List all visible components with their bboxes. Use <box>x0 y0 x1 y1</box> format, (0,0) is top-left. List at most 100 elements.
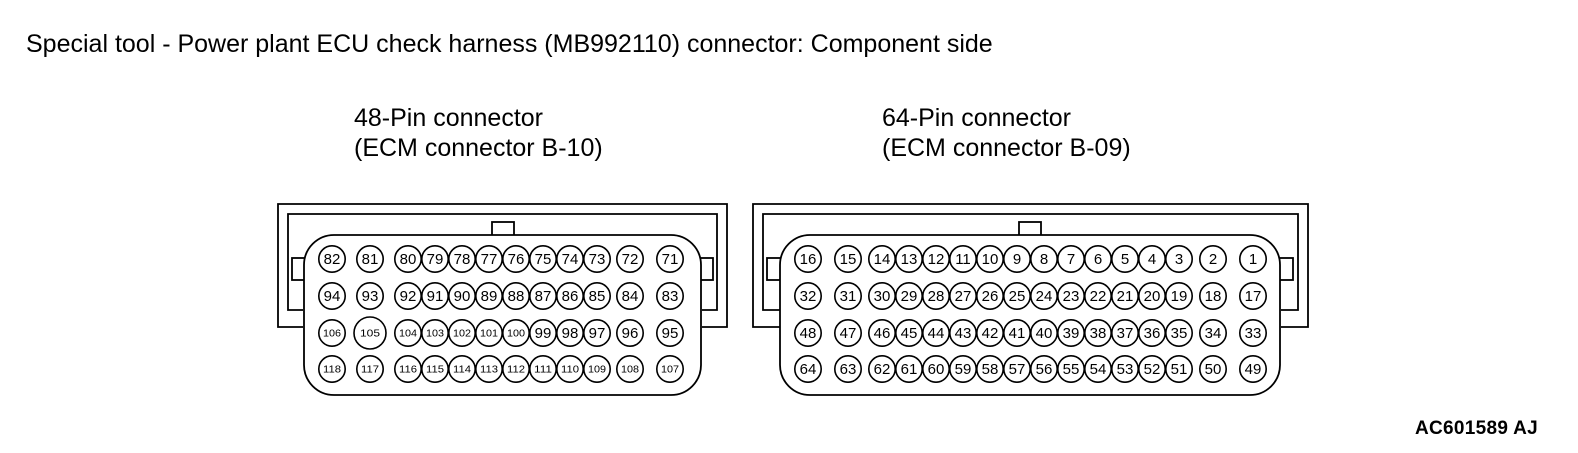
pin-c64-42: 42 <box>975 318 1004 347</box>
pin-label: 24 <box>1036 288 1053 305</box>
pin-label: 8 <box>1040 251 1048 268</box>
pin-c48-107: 107 <box>655 354 684 383</box>
pin-c64-21: 21 <box>1111 281 1140 310</box>
pin-label: 43 <box>955 325 972 342</box>
pin-c64-27: 27 <box>948 281 977 310</box>
pin-label: 104 <box>399 328 417 340</box>
pin-circle <box>655 245 684 274</box>
pin-c64-19: 19 <box>1165 281 1194 310</box>
pin-c64-32: 32 <box>793 281 822 310</box>
pin-label: 11 <box>955 251 971 268</box>
pin-label: 47 <box>840 325 857 342</box>
pin-c48-108: 108 <box>615 354 644 383</box>
pin-c48-88: 88 <box>501 281 530 310</box>
pin-c64-12: 12 <box>921 245 950 274</box>
pin-c48-98: 98 <box>555 318 584 347</box>
pin-circle <box>1239 281 1268 310</box>
pin-c48-112: 112 <box>501 354 530 383</box>
connector-48-subtitle: (ECM connector B-10) <box>354 134 603 162</box>
pin-c48-84: 84 <box>615 281 644 310</box>
pin-c48-110: 110 <box>555 354 584 383</box>
pin-c48-95: 95 <box>655 318 684 347</box>
pin-label: 3 <box>1175 251 1183 268</box>
pin-c48-82: 82 <box>317 245 346 274</box>
pin-label: 90 <box>454 288 471 305</box>
pin-label: 27 <box>955 288 972 305</box>
pin-circle <box>833 245 862 274</box>
pin-c64-47: 47 <box>833 318 862 347</box>
pin-label: 33 <box>1245 325 1262 342</box>
pin-c48-91: 91 <box>420 281 449 310</box>
pin-c48-76: 76 <box>501 245 530 274</box>
pin-label: 87 <box>535 288 552 305</box>
pin-c64-44: 44 <box>921 318 950 347</box>
pin-c48-86: 86 <box>555 281 584 310</box>
pin-label: 6 <box>1094 251 1102 268</box>
pin-c64-59: 59 <box>948 354 977 383</box>
pin-circle <box>1199 245 1228 274</box>
pin-c48-104: 104 <box>393 318 422 347</box>
pin-label: 77 <box>481 251 498 268</box>
pin-label: 46 <box>874 325 891 342</box>
pin-c64-6: 6 <box>1084 245 1113 274</box>
pin-label: 62 <box>874 361 891 378</box>
pin-label: 4 <box>1148 251 1156 268</box>
pin-c64-20: 20 <box>1138 281 1167 310</box>
connector-64-title: 64-Pin connector <box>882 104 1072 132</box>
connector-64-subtitle: (ECM connector B-09) <box>882 134 1131 162</box>
pin-circle <box>353 316 387 350</box>
pin-label: 74 <box>562 251 579 268</box>
pin-label: 73 <box>589 251 606 268</box>
pin-label: 15 <box>840 251 857 268</box>
pin-label: 93 <box>362 288 379 305</box>
pin-c48-75: 75 <box>528 245 557 274</box>
pin-label: 25 <box>1009 288 1026 305</box>
pin-c48-73: 73 <box>582 245 611 274</box>
pin-label: 89 <box>481 288 498 305</box>
pin-label: 94 <box>324 288 341 305</box>
pin-circle <box>615 245 644 274</box>
pin-label: 31 <box>840 288 857 305</box>
pin-label: 26 <box>982 288 999 305</box>
pin-label: 40 <box>1036 325 1053 342</box>
connector-48-title: 48-Pin connector <box>354 104 544 132</box>
pin-label: 105 <box>360 328 380 340</box>
pin-label: 9 <box>1013 251 1021 268</box>
pin-label: 35 <box>1171 325 1188 342</box>
pin-c64-46: 46 <box>867 318 896 347</box>
pin-label: 83 <box>662 288 679 305</box>
pin-circle <box>1199 354 1228 383</box>
pin-c48-100: 100 <box>501 318 530 347</box>
pin-circle <box>1165 281 1194 310</box>
pin-c48-77: 77 <box>474 245 503 274</box>
pin-c64-55: 55 <box>1057 354 1086 383</box>
pin-label: 106 <box>323 328 341 340</box>
pin-c64-7: 7 <box>1057 245 1086 274</box>
pin-circle <box>582 281 611 310</box>
pin-c48-89: 89 <box>474 281 503 310</box>
pin-c64-56: 56 <box>1030 354 1059 383</box>
pin-label: 108 <box>621 364 639 376</box>
pin-c64-29: 29 <box>894 281 923 310</box>
pin-circle <box>355 281 384 310</box>
pin-label: 14 <box>874 251 891 268</box>
pin-c48-79: 79 <box>420 245 449 274</box>
pin-circle <box>317 354 346 383</box>
pin-label: 12 <box>928 251 945 268</box>
pin-circle <box>793 281 822 310</box>
pin-c64-48: 48 <box>793 318 822 347</box>
pin-c64-34: 34 <box>1199 318 1228 347</box>
pin-label: 97 <box>589 325 606 342</box>
pin-c64-63: 63 <box>833 354 862 383</box>
pin-circle <box>1199 318 1228 347</box>
pin-label: 36 <box>1144 325 1161 342</box>
pin-circle <box>1239 245 1268 274</box>
pin-circle <box>1239 318 1268 347</box>
pin-label: 78 <box>454 251 471 268</box>
pin-label: 45 <box>901 325 918 342</box>
pin-c64-5: 5 <box>1111 245 1140 274</box>
pin-c64-36: 36 <box>1138 318 1167 347</box>
pin-c64-60: 60 <box>921 354 950 383</box>
pin-c64-57: 57 <box>1002 354 1031 383</box>
pin-c64-22: 22 <box>1084 281 1113 310</box>
